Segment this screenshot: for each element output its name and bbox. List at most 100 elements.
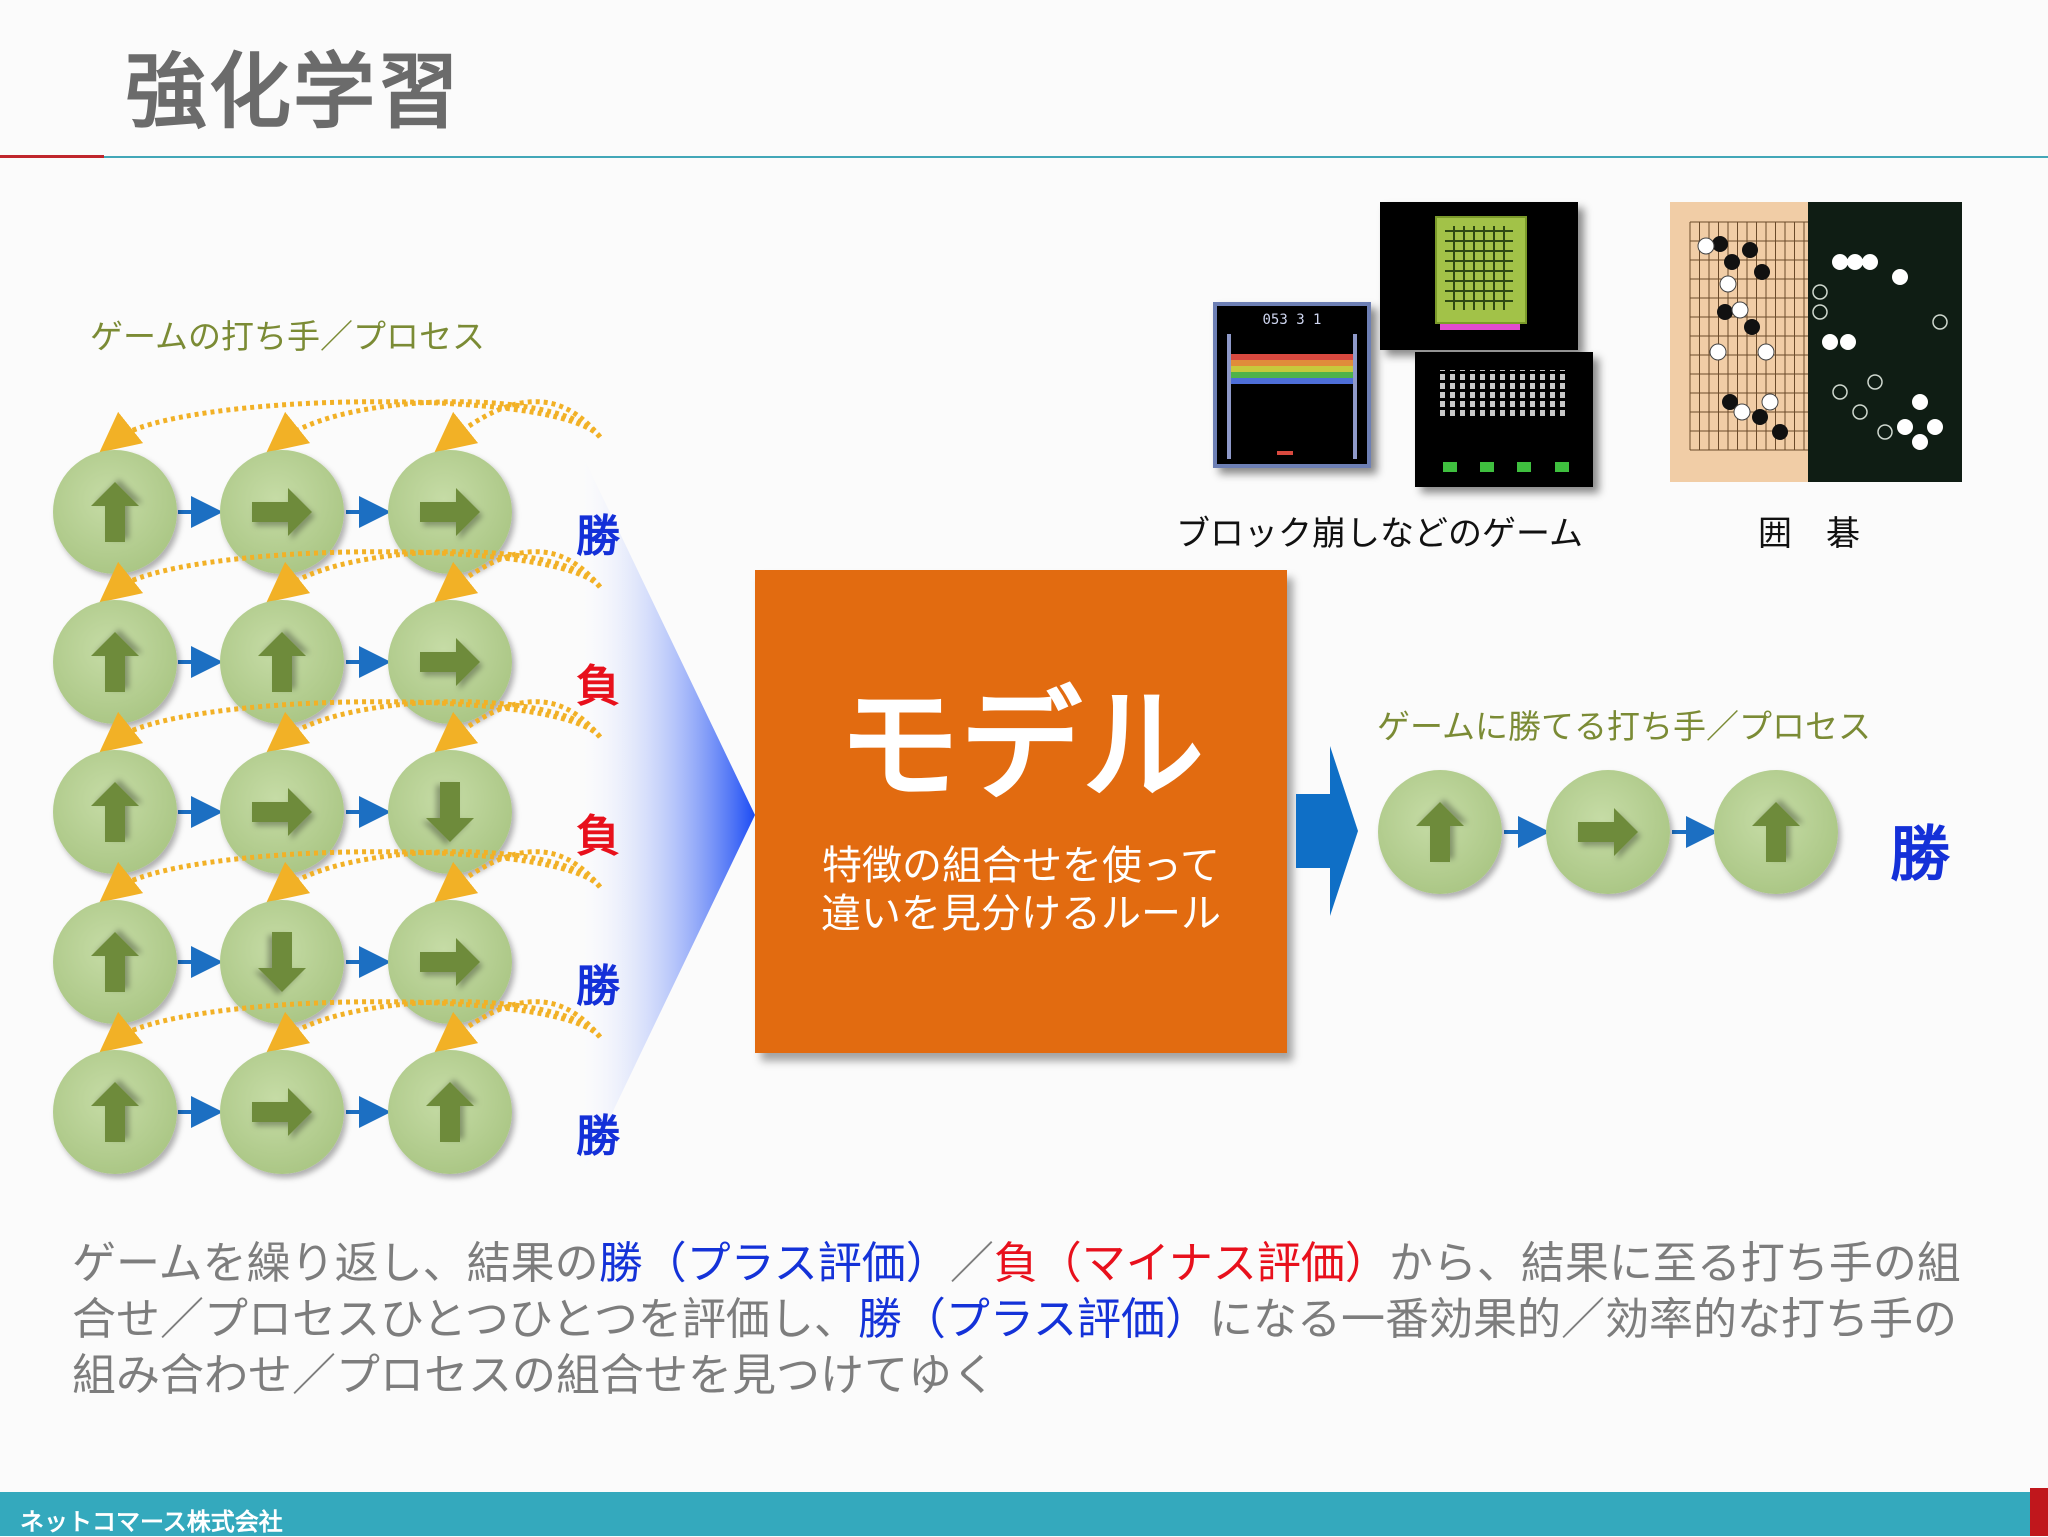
- white-stone: [1761, 393, 1779, 411]
- down-arrow-icon: [258, 932, 306, 992]
- feedback-arc: [266, 399, 602, 453]
- white-stone: [1897, 419, 1913, 435]
- step-node: [53, 900, 177, 1024]
- down-arrow-icon: [426, 782, 474, 842]
- games-caption: ブロック崩しなどのゲーム: [1176, 514, 1583, 554]
- model-box: モデル 特徴の組合せを使って 違いを見分けるルール: [755, 570, 1287, 1053]
- outline-stone: [1877, 424, 1893, 440]
- winning-step-node: [1546, 770, 1670, 894]
- right-arrow-icon: [420, 938, 480, 986]
- feedback-arc: [434, 549, 602, 603]
- summary-win-term-1: 勝（プラス評価）: [598, 1238, 950, 1289]
- step-node: [220, 900, 344, 1024]
- footer-bar: [0, 1492, 2048, 1536]
- result-label-3: 負: [576, 811, 620, 862]
- right-arrow-icon: [252, 1088, 312, 1136]
- feedback-arc: [266, 999, 602, 1053]
- result-label-2: 負: [576, 661, 620, 712]
- white-stone: [1847, 254, 1863, 270]
- summary-win-term-2: 勝（プラス評価）: [857, 1294, 1209, 1345]
- outline-stone: [1812, 304, 1828, 320]
- step-node: [388, 1050, 512, 1174]
- right-arrow-icon: [252, 788, 312, 836]
- step-node: [388, 900, 512, 1024]
- feedback-arc: [266, 699, 602, 753]
- step-node: [53, 450, 177, 574]
- step-node: [388, 450, 512, 574]
- up-arrow-icon: [91, 632, 139, 692]
- white-stone: [1719, 275, 1737, 293]
- black-stone: [1742, 242, 1758, 258]
- white-stone: [1912, 434, 1928, 450]
- summary-part-1: ゲームを繰り返し、結果の: [72, 1238, 599, 1289]
- outline-stone: [1832, 384, 1848, 400]
- up-arrow-icon: [91, 782, 139, 842]
- winning-process-label: ゲームに勝てる打ち手／プロセス: [1377, 707, 1872, 746]
- black-stone: [1752, 409, 1768, 425]
- step-node: [53, 1050, 177, 1174]
- feedback-arc: [99, 549, 602, 603]
- black-stone: [1754, 264, 1770, 280]
- up-arrow-icon: [258, 632, 306, 692]
- step-node: [388, 750, 512, 874]
- feedback-arc: [434, 849, 602, 903]
- summary-part-5: から、結果に至る打ち手の組合せ／プロセスひとつひとつを評価し、: [72, 1238, 1961, 1345]
- white-stone: [1840, 334, 1856, 350]
- footer-accent: [2030, 1488, 2048, 1536]
- white-stone: [1757, 343, 1775, 361]
- white-stone: [1733, 403, 1751, 421]
- white-stone: [1862, 254, 1878, 270]
- step-node: [53, 750, 177, 874]
- step-node: [220, 1050, 344, 1174]
- step-node: [388, 600, 512, 724]
- up-arrow-icon: [91, 1082, 139, 1142]
- feedback-arc: [99, 399, 602, 453]
- black-stone: [1744, 319, 1760, 335]
- white-stone: [1912, 394, 1928, 410]
- feedback-arc: [99, 849, 602, 903]
- right-arrow-icon: [1578, 808, 1638, 856]
- summary-part-3: ／: [949, 1238, 994, 1289]
- step-node: [220, 750, 344, 874]
- summary-text: ゲームを繰り返し、結果の勝（プラス評価）／負（マイナス評価）から、結果に至る打ち…: [72, 1236, 1972, 1404]
- model-desc-line-1: 特徴の組合せを使って: [822, 843, 1220, 889]
- white-stone: [1822, 334, 1838, 350]
- breakout-thumbnail: 053 3 1: [1213, 302, 1371, 468]
- feedback-arc: [99, 999, 602, 1053]
- footer-company: ネットコマース株式会社: [20, 1508, 283, 1536]
- outline-stone: [1867, 374, 1883, 390]
- feedback-arc: [434, 399, 602, 453]
- result-label-4: 勝: [576, 961, 620, 1012]
- go-caption: 囲 碁: [1758, 514, 1860, 554]
- page-title: 強化学習: [125, 45, 462, 140]
- black-stone: [1724, 254, 1740, 270]
- step-node: [53, 600, 177, 724]
- feedback-arc: [434, 699, 602, 753]
- feedback-arc: [99, 699, 602, 753]
- white-stone: [1892, 269, 1908, 285]
- invaders-thumbnail: [1415, 352, 1593, 487]
- up-arrow-icon: [426, 1082, 474, 1142]
- right-arrow-icon: [252, 488, 312, 536]
- feedback-arc: [434, 999, 602, 1053]
- black-stone: [1712, 236, 1728, 252]
- outline-stone: [1852, 404, 1868, 420]
- outline-stone: [1932, 314, 1948, 330]
- up-arrow-icon: [1752, 802, 1800, 862]
- funnel-shape: [580, 450, 755, 1180]
- right-arrow-icon: [420, 638, 480, 686]
- output-arrow-icon: [1296, 746, 1358, 916]
- white-stone: [1709, 343, 1727, 361]
- feedback-arc: [266, 849, 602, 903]
- right-arrow-icon: [420, 488, 480, 536]
- title-underline-teal: [104, 156, 2048, 158]
- step-node: [220, 600, 344, 724]
- up-arrow-icon: [91, 932, 139, 992]
- model-title: モデル: [838, 675, 1204, 817]
- winning-step-node: [1714, 770, 1838, 894]
- process-diagram: [53, 399, 755, 1180]
- result-label-1: 勝: [576, 511, 620, 562]
- breakout-score: 053 3 1: [1262, 312, 1322, 328]
- step-node: [220, 450, 344, 574]
- white-stone: [1697, 237, 1715, 255]
